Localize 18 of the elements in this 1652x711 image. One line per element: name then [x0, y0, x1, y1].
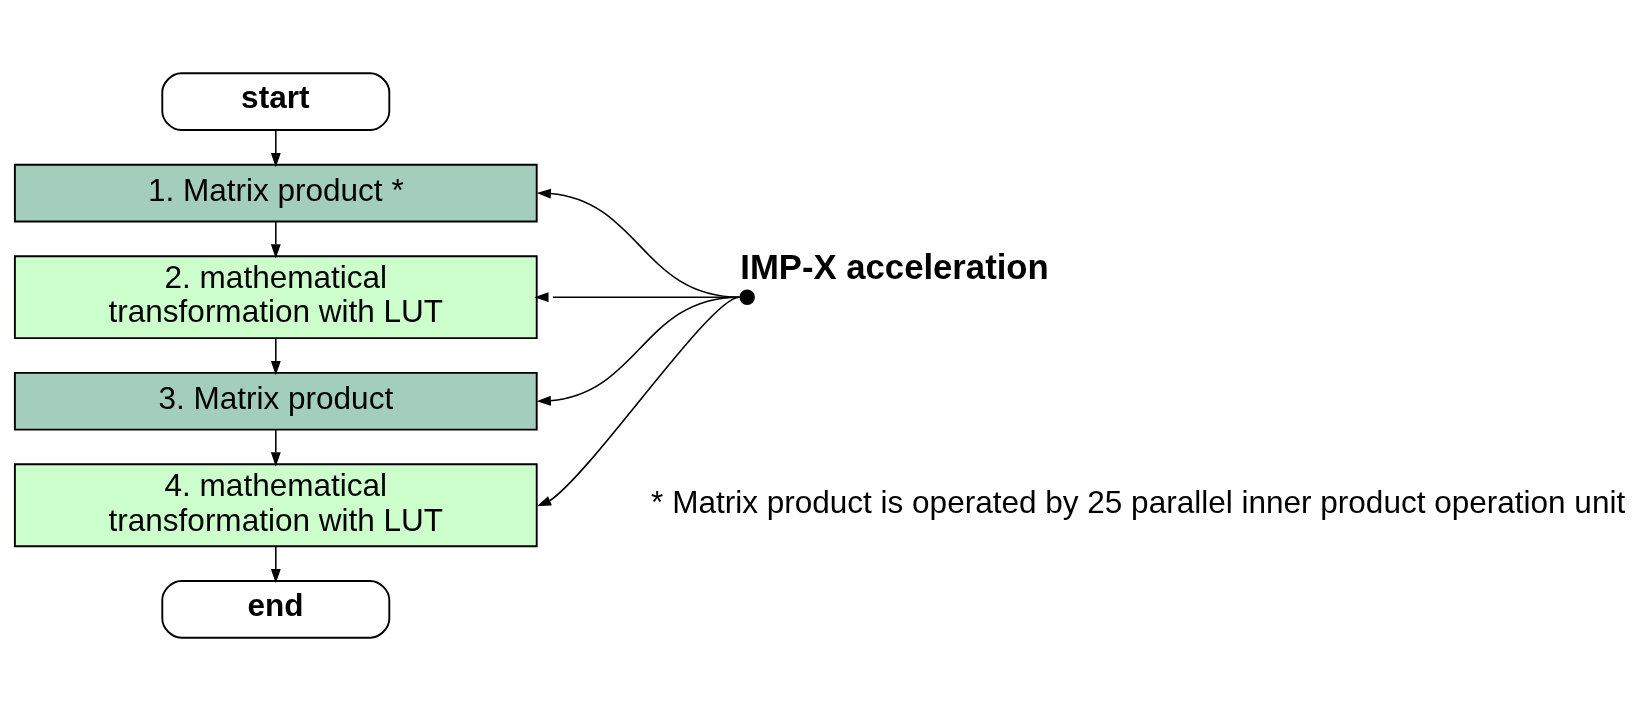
- node-box: 2. mathematical transformation with LUT: [13, 255, 538, 340]
- node-box: start: [161, 72, 391, 131]
- arrow: [536, 188, 741, 298]
- node-box: 3. Matrix product: [13, 371, 538, 431]
- arrow: [270, 337, 281, 376]
- node-box: 1. Matrix product *: [13, 163, 538, 223]
- arrow: [270, 129, 281, 168]
- arrow: [270, 545, 281, 584]
- arrow: [270, 220, 281, 259]
- node-circle: [739, 289, 755, 305]
- node-box: end: [161, 580, 391, 639]
- label: * Matrix product is operated by 25 parallel inner product operation unit: [651, 484, 1626, 521]
- arrow: [536, 296, 741, 406]
- node-label: IMP-X acceleration: [740, 247, 1049, 286]
- arrow: [270, 429, 281, 467]
- arrow: [536, 296, 741, 507]
- node-box: 4. mathematical transformation with LUT: [13, 463, 538, 548]
- arrow: [534, 292, 742, 303]
